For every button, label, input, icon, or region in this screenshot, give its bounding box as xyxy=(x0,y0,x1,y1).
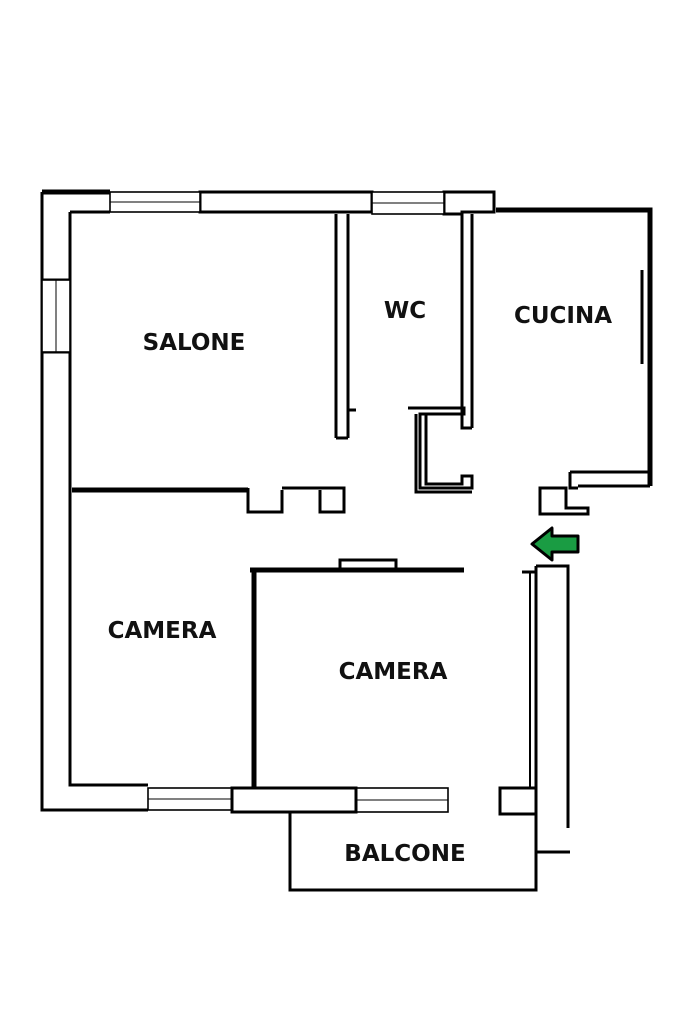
entrance-arrow-shape xyxy=(530,526,580,562)
room-label-salone: SALONE xyxy=(143,330,246,356)
room-label-wc: WC xyxy=(384,298,426,324)
windows xyxy=(41,191,449,813)
entrance-arrow-icon xyxy=(530,526,580,562)
interior-walls xyxy=(72,214,570,892)
room-label-camera-center: CAMERA xyxy=(339,659,448,685)
outer-walls xyxy=(40,189,653,812)
room-label-cucina: CUCINA xyxy=(514,303,612,329)
room-label-camera-left: CAMERA xyxy=(108,618,217,644)
room-label-balcone: BALCONE xyxy=(344,841,465,867)
